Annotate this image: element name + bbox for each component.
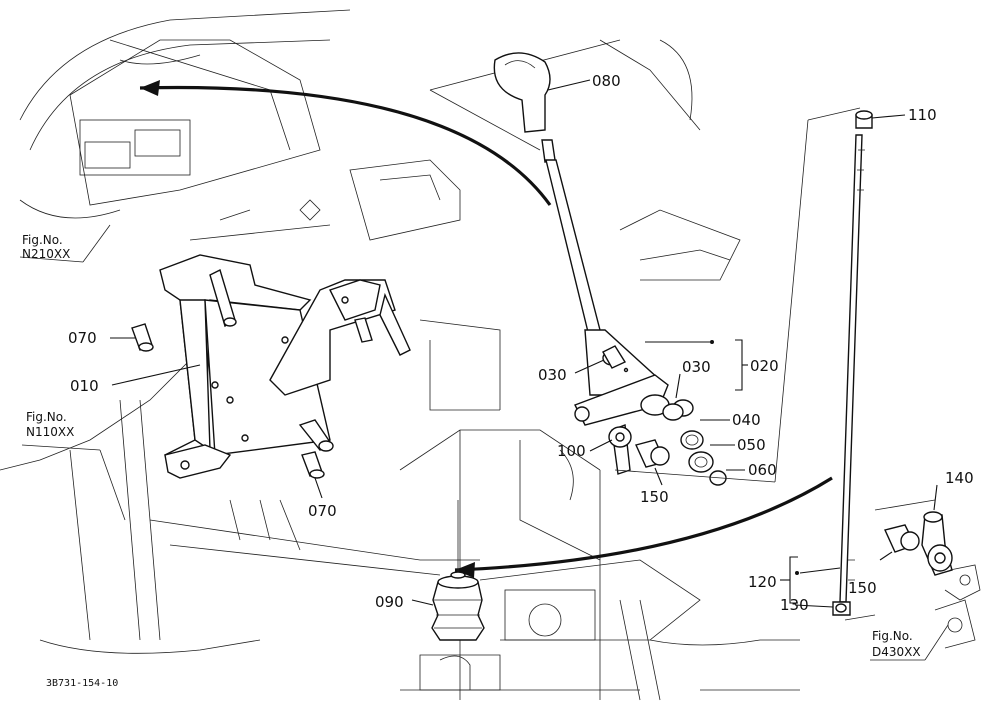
fig-ref-n110-line2: N110XX xyxy=(26,425,74,439)
background-console xyxy=(0,9,800,701)
label-120: 120 xyxy=(748,573,777,591)
fig-ref-n210-line1: Fig.No. xyxy=(22,233,63,247)
bracket-plate-010 xyxy=(159,254,411,479)
bolt-070-bottom xyxy=(301,451,325,479)
label-100: 100 xyxy=(557,442,586,460)
label-050: 050 xyxy=(737,436,766,454)
label-150-right: 150 xyxy=(848,579,877,597)
leader-lines xyxy=(19,79,949,661)
label-080: 080 xyxy=(592,72,621,90)
label-010: 010 xyxy=(70,377,99,395)
rubber-boot-090 xyxy=(431,500,485,641)
fig-ref-n110-line1: Fig.No. xyxy=(26,410,67,424)
part-labels: 080 110 070 010 070 030 030 020 040 050 … xyxy=(68,72,974,614)
label-140: 140 xyxy=(945,469,974,487)
ball-joint-100 xyxy=(608,424,632,475)
label-060: 060 xyxy=(748,461,777,479)
callout-arrows xyxy=(139,80,833,578)
label-030-left: 030 xyxy=(538,366,567,384)
bolt-070-top xyxy=(131,323,154,352)
label-090: 090 xyxy=(375,593,404,611)
fig-ref-d430-line1: Fig.No. xyxy=(872,629,913,643)
label-070-top: 070 xyxy=(68,329,97,347)
label-030-right: 030 xyxy=(682,358,711,376)
label-040: 040 xyxy=(732,411,761,429)
label-020: 020 xyxy=(750,357,779,375)
fig-ref-d430-line2: D430XX xyxy=(872,645,921,659)
washer-040 xyxy=(680,430,704,450)
bolt-150-right xyxy=(884,524,920,553)
nut-110 xyxy=(855,110,873,129)
rod-120 xyxy=(839,134,865,603)
figure-references: Fig.No. N210XX Fig.No. N110XX Fig.No. D4… xyxy=(22,233,921,659)
link-arm-020 xyxy=(574,345,670,426)
nut-130 xyxy=(832,601,851,616)
drawing-code: 3B731-154-10 xyxy=(46,678,118,689)
fig-ref-n210-line2: N210XX xyxy=(22,247,70,261)
shift-lever xyxy=(493,52,661,396)
d430-context xyxy=(874,499,981,649)
bolt-150-center xyxy=(635,439,670,468)
label-110: 110 xyxy=(908,106,937,124)
label-130: 130 xyxy=(780,596,809,614)
bushing-030 xyxy=(662,399,694,421)
label-070-bottom: 070 xyxy=(308,502,337,520)
label-150-center: 150 xyxy=(640,488,669,506)
washer-050 xyxy=(688,451,714,473)
ball-joint-140 xyxy=(921,511,953,576)
